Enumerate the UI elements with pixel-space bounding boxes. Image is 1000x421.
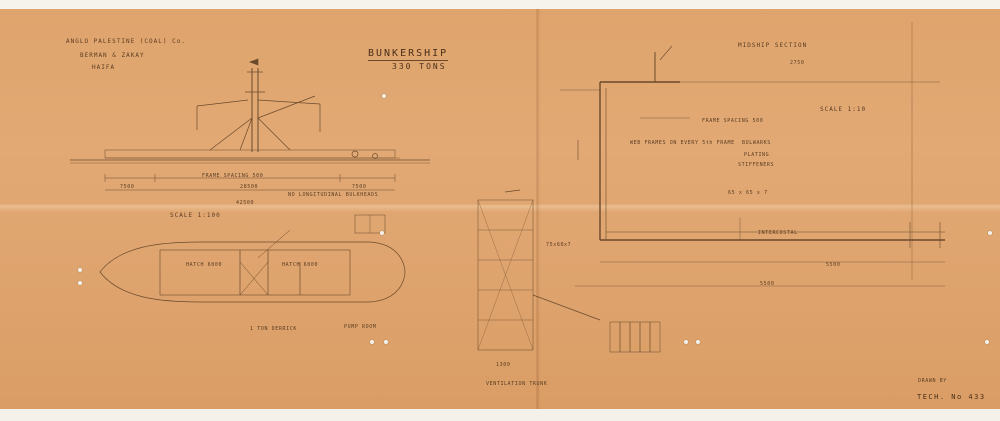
company-name: ANGLO PALESTINE (COAL) Co. xyxy=(66,38,186,45)
ship-plan-drawing xyxy=(99,214,406,303)
section-frame-spacing: FRAME SPACING 500 xyxy=(702,118,764,124)
ship-profile-drawing xyxy=(70,58,430,191)
profile-length: 42500 xyxy=(236,200,255,206)
sheet-top-edge xyxy=(0,0,1000,9)
profile-aft-dim: 7500 xyxy=(352,184,367,190)
plan-derrick-note: 1 TON DERRICK xyxy=(250,326,297,332)
plan-scale: SCALE 1:100 xyxy=(170,212,221,219)
section-title: MIDSHIP SECTION xyxy=(738,42,808,49)
section-half-breadth: 2750 xyxy=(790,60,805,66)
builder-name: BERMAN & ZAKAY xyxy=(80,52,145,59)
midship-section-drawing xyxy=(560,22,945,287)
punch-holes xyxy=(77,93,993,345)
ventilation-trunk-drawing xyxy=(477,189,661,353)
section-intercostal: INTERCOSTAL xyxy=(758,230,798,236)
sheet-bottom-edge xyxy=(0,409,1000,421)
trunk-note: VENTILATION TRUNK xyxy=(486,381,548,387)
section-detail-dim: 5500 xyxy=(826,262,841,268)
section-breadth: 5500 xyxy=(760,281,775,287)
profile-mid-dim: 28500 xyxy=(240,184,259,190)
section-plating: PLATING xyxy=(744,152,770,158)
builder-location: HAIFA xyxy=(92,64,116,71)
profile-frame-spacing: FRAME SPACING 500 xyxy=(202,173,264,179)
section-angle-2: 75x60x7 xyxy=(546,242,572,248)
profile-forward-dim: 7500 xyxy=(120,184,135,190)
section-scale: SCALE 1:10 xyxy=(820,106,867,113)
plan-hold-1: HATCH 6000 xyxy=(186,262,223,268)
section-bulwarks: BULWARKS xyxy=(742,140,771,146)
section-angle-1: 65 x 65 x 7 xyxy=(728,190,768,196)
plan-side-note: PUMP ROOM xyxy=(344,324,377,330)
section-web-frames: WEB FRAMES ON EVERY 5th FRAME xyxy=(630,140,735,146)
ship-tonnage: 330 TONS xyxy=(392,62,447,71)
drawing-note: DRAWN BY xyxy=(918,378,947,384)
plan-hold-2: HATCH 6000 xyxy=(282,262,319,268)
tech-number: TECH. No 433 xyxy=(917,393,986,401)
profile-note: NO LONGITUDINAL BULKHEADS xyxy=(288,192,379,198)
section-stiffeners: STIFFENERS xyxy=(738,162,775,168)
trunk-dim: 1300 xyxy=(496,362,511,368)
drawing-title: BUNKERSHIP xyxy=(368,48,449,61)
